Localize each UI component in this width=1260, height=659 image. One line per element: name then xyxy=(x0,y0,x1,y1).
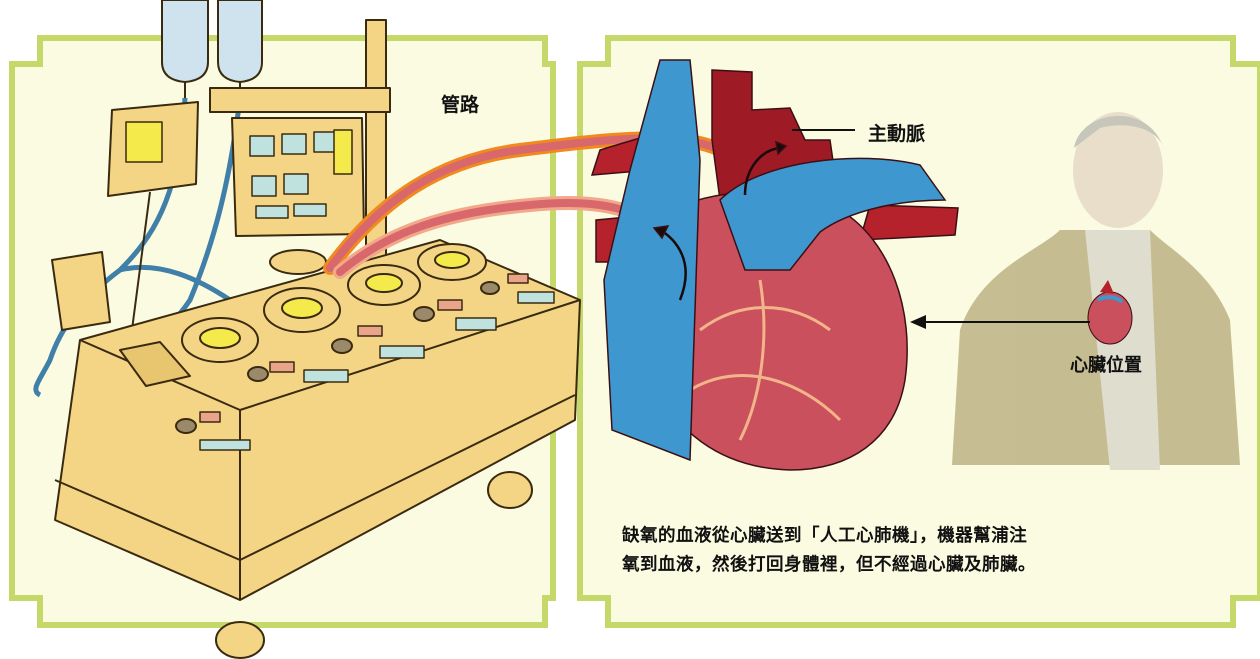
label-aorta: 主動脈 xyxy=(868,119,925,146)
label-tube: 管路 xyxy=(441,90,479,117)
caption-line-2: 氧到血液，然後打回身體裡，但不經過心臟及肺臟。 xyxy=(622,551,1222,580)
side-box xyxy=(52,252,110,330)
label-heart-position: 心臟位置 xyxy=(1070,351,1142,377)
caption: 缺氧的血液從心臟送到「人工心肺機」，機器幫浦注 氧到血液，然後打回身體裡，但不經… xyxy=(622,522,1222,580)
caption-line-1: 缺氧的血液從心臟送到「人工心肺機」，機器幫浦注 xyxy=(622,522,1222,551)
iv-bag-left xyxy=(162,0,208,82)
iv-bag-right xyxy=(218,0,262,82)
